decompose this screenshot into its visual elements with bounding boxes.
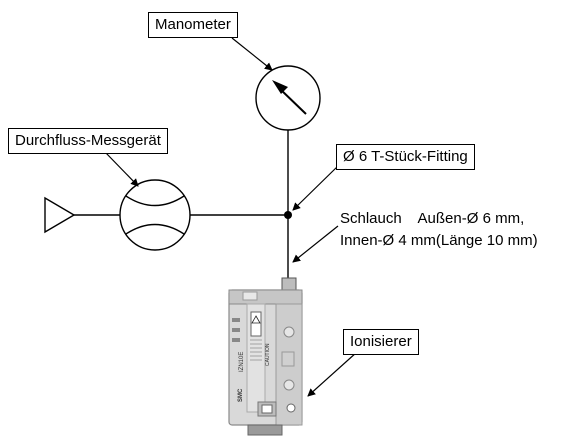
tube-label-line1: Schlauch Außen-Ø 6 mm,	[340, 210, 525, 227]
device-brand-text: SMC	[238, 388, 244, 402]
ionizer-device	[228, 277, 303, 436]
flowmeter-label: Durchfluss-Messgerät	[8, 128, 168, 154]
tube-label-line2: Innen-Ø 4 mm(Länge 10 mm)	[340, 232, 538, 249]
tube-leader	[292, 225, 339, 263]
ionizer-leader	[307, 351, 358, 397]
device-warning-text: CAUTION	[265, 343, 271, 366]
ionizer-label: Ionisierer	[343, 329, 419, 355]
flowmeter-symbol	[119, 179, 191, 251]
device-model-text: IZN10E	[239, 352, 245, 372]
manometer-label: Manometer	[148, 12, 238, 38]
t-fitting-leader	[292, 165, 339, 211]
air-supply-symbol	[44, 196, 76, 234]
flowmeter-leader	[104, 151, 139, 187]
t-fitting-label: Ø 6 T-Stück-Fitting	[336, 144, 475, 170]
t-junction-dot	[284, 211, 292, 219]
manometer-leader	[231, 37, 273, 71]
manometer-symbol	[255, 65, 321, 131]
